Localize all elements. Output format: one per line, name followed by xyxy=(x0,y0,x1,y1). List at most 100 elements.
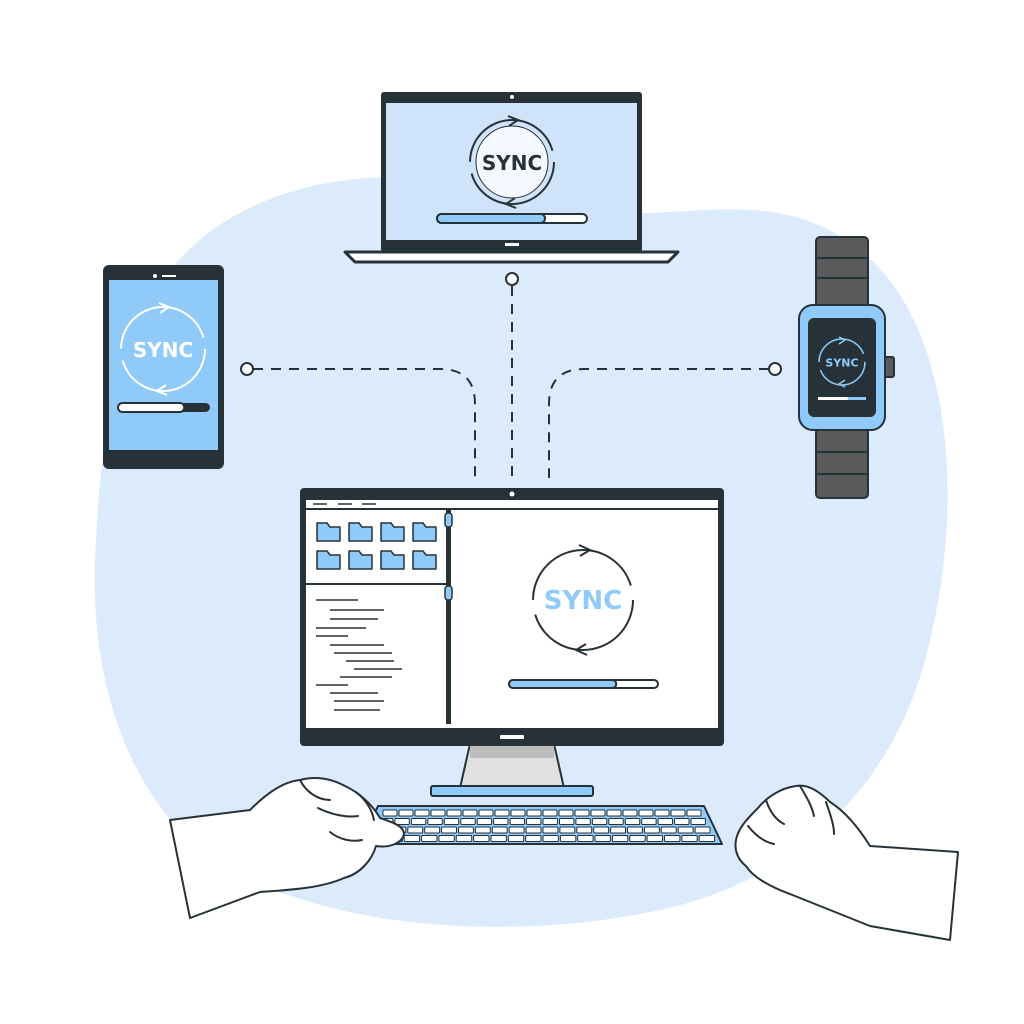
keyboard-key[interactable] xyxy=(478,809,494,817)
keyboard-key[interactable] xyxy=(458,826,474,834)
scrollbar-thumb-mid[interactable] xyxy=(444,585,453,601)
keyboard-key[interactable] xyxy=(394,818,410,825)
keyboard-key[interactable] xyxy=(690,818,706,825)
keyboard-key[interactable] xyxy=(526,809,542,817)
folder-icon[interactable] xyxy=(348,522,373,542)
folder-icon[interactable] xyxy=(316,550,341,570)
keyboard-key[interactable] xyxy=(591,818,608,825)
watch-screen xyxy=(808,318,876,417)
keyboard-key[interactable] xyxy=(643,826,660,834)
keyboard-key[interactable] xyxy=(414,809,430,817)
keyboard[interactable] xyxy=(359,805,723,845)
keyboard-key[interactable] xyxy=(455,835,473,842)
keyboard-key[interactable] xyxy=(525,835,542,842)
keyboard-key[interactable] xyxy=(382,809,398,817)
keyboard-key[interactable] xyxy=(575,818,591,825)
keyboard-key[interactable] xyxy=(441,826,458,834)
keyboard-key[interactable] xyxy=(473,835,490,842)
keyboard-key[interactable] xyxy=(407,826,424,834)
scrollbar-thumb-top[interactable] xyxy=(444,512,453,528)
camera-dot-icon xyxy=(509,491,515,497)
keyboard-key[interactable] xyxy=(694,826,711,834)
keyboard-key[interactable] xyxy=(398,809,414,817)
keyboard-key[interactable] xyxy=(525,826,542,834)
keyboard-key[interactable] xyxy=(698,835,716,842)
keyboard-key[interactable] xyxy=(542,835,559,842)
keyboard-key[interactable] xyxy=(424,826,441,834)
folder-icon[interactable] xyxy=(412,522,437,542)
keyboard-key[interactable] xyxy=(438,835,455,842)
keyboard-key[interactable] xyxy=(622,809,638,817)
folder-icon[interactable] xyxy=(316,522,341,542)
keyboard-key[interactable] xyxy=(558,809,574,817)
desktop-progress-fill xyxy=(508,679,618,689)
keyboard-key[interactable] xyxy=(594,835,611,842)
keyboard-key[interactable] xyxy=(427,818,443,825)
keyboard-key[interactable] xyxy=(559,835,577,842)
folder-icon[interactable] xyxy=(380,550,405,570)
keyboard-key[interactable] xyxy=(403,835,421,842)
laptop-base xyxy=(343,250,680,264)
keyboard-key[interactable] xyxy=(654,809,670,817)
panel-divider[interactable] xyxy=(446,510,451,724)
keyboard-key[interactable] xyxy=(494,809,510,817)
keyboard-key[interactable] xyxy=(627,826,643,834)
keyboard-key[interactable] xyxy=(430,809,446,817)
keyboard-key[interactable] xyxy=(646,835,663,842)
keyboard-key[interactable] xyxy=(577,835,594,842)
keyboard-key[interactable] xyxy=(664,835,681,842)
monitor-stand-base xyxy=(430,785,594,797)
keyboard-key[interactable] xyxy=(576,826,593,834)
folder-icon[interactable] xyxy=(380,522,405,542)
keyboard-key[interactable] xyxy=(638,809,654,817)
keyboard-key[interactable] xyxy=(606,809,622,817)
keyboard-key[interactable] xyxy=(593,826,610,834)
keyboard-key[interactable] xyxy=(590,809,606,817)
keyboard-key[interactable] xyxy=(493,818,509,825)
camera-dot-icon xyxy=(510,95,514,99)
keyboard-key[interactable] xyxy=(624,818,641,825)
keyboard-key[interactable] xyxy=(443,818,460,825)
keyboard-key[interactable] xyxy=(559,826,576,834)
keyboard-key[interactable] xyxy=(686,809,702,817)
watch-progress-fill xyxy=(818,397,848,400)
keyboard-key[interactable] xyxy=(476,818,493,825)
keyboard-key[interactable] xyxy=(657,818,673,825)
keyboard-key[interactable] xyxy=(421,835,438,842)
keyboard-key[interactable] xyxy=(474,826,491,834)
keyboard-key[interactable] xyxy=(674,818,690,825)
keyboard-key[interactable] xyxy=(410,818,427,825)
keyboard-key[interactable] xyxy=(610,826,626,834)
keyboard-key[interactable] xyxy=(510,809,526,817)
keyboard-key[interactable] xyxy=(677,826,694,834)
keyboard-key[interactable] xyxy=(542,809,558,817)
connector-node-watch xyxy=(768,362,782,376)
keyboard-key[interactable] xyxy=(641,818,657,825)
file-list-lines xyxy=(316,599,402,711)
keyboard-key[interactable] xyxy=(507,835,525,842)
keyboard-key[interactable] xyxy=(660,826,677,834)
keyboard-key[interactable] xyxy=(542,818,558,825)
keyboard-key[interactable] xyxy=(681,835,698,842)
laptop: SYNC xyxy=(343,92,680,264)
keyboard-key[interactable] xyxy=(608,818,624,825)
keyboard-key[interactable] xyxy=(508,826,525,834)
keyboard-key[interactable] xyxy=(460,818,476,825)
keyboard-key[interactable] xyxy=(629,835,646,842)
keyboard-key[interactable] xyxy=(574,809,590,817)
keyboard-key[interactable] xyxy=(542,826,559,834)
keyboard-key[interactable] xyxy=(491,826,508,834)
keyboard-key[interactable] xyxy=(490,835,507,842)
keyboard-key[interactable] xyxy=(462,809,478,817)
keyboard-key[interactable] xyxy=(559,818,575,825)
camera-dot-icon xyxy=(153,274,157,278)
keyboard-key[interactable] xyxy=(611,835,629,842)
keyboard-key[interactable] xyxy=(509,818,526,825)
folder-icon[interactable] xyxy=(412,550,437,570)
keyboard-key[interactable] xyxy=(526,818,542,825)
keyboard-key[interactable] xyxy=(670,809,686,817)
sync-arrows-icon xyxy=(532,544,634,656)
folder-icon[interactable] xyxy=(348,550,373,570)
keyboard-key[interactable] xyxy=(446,809,462,817)
